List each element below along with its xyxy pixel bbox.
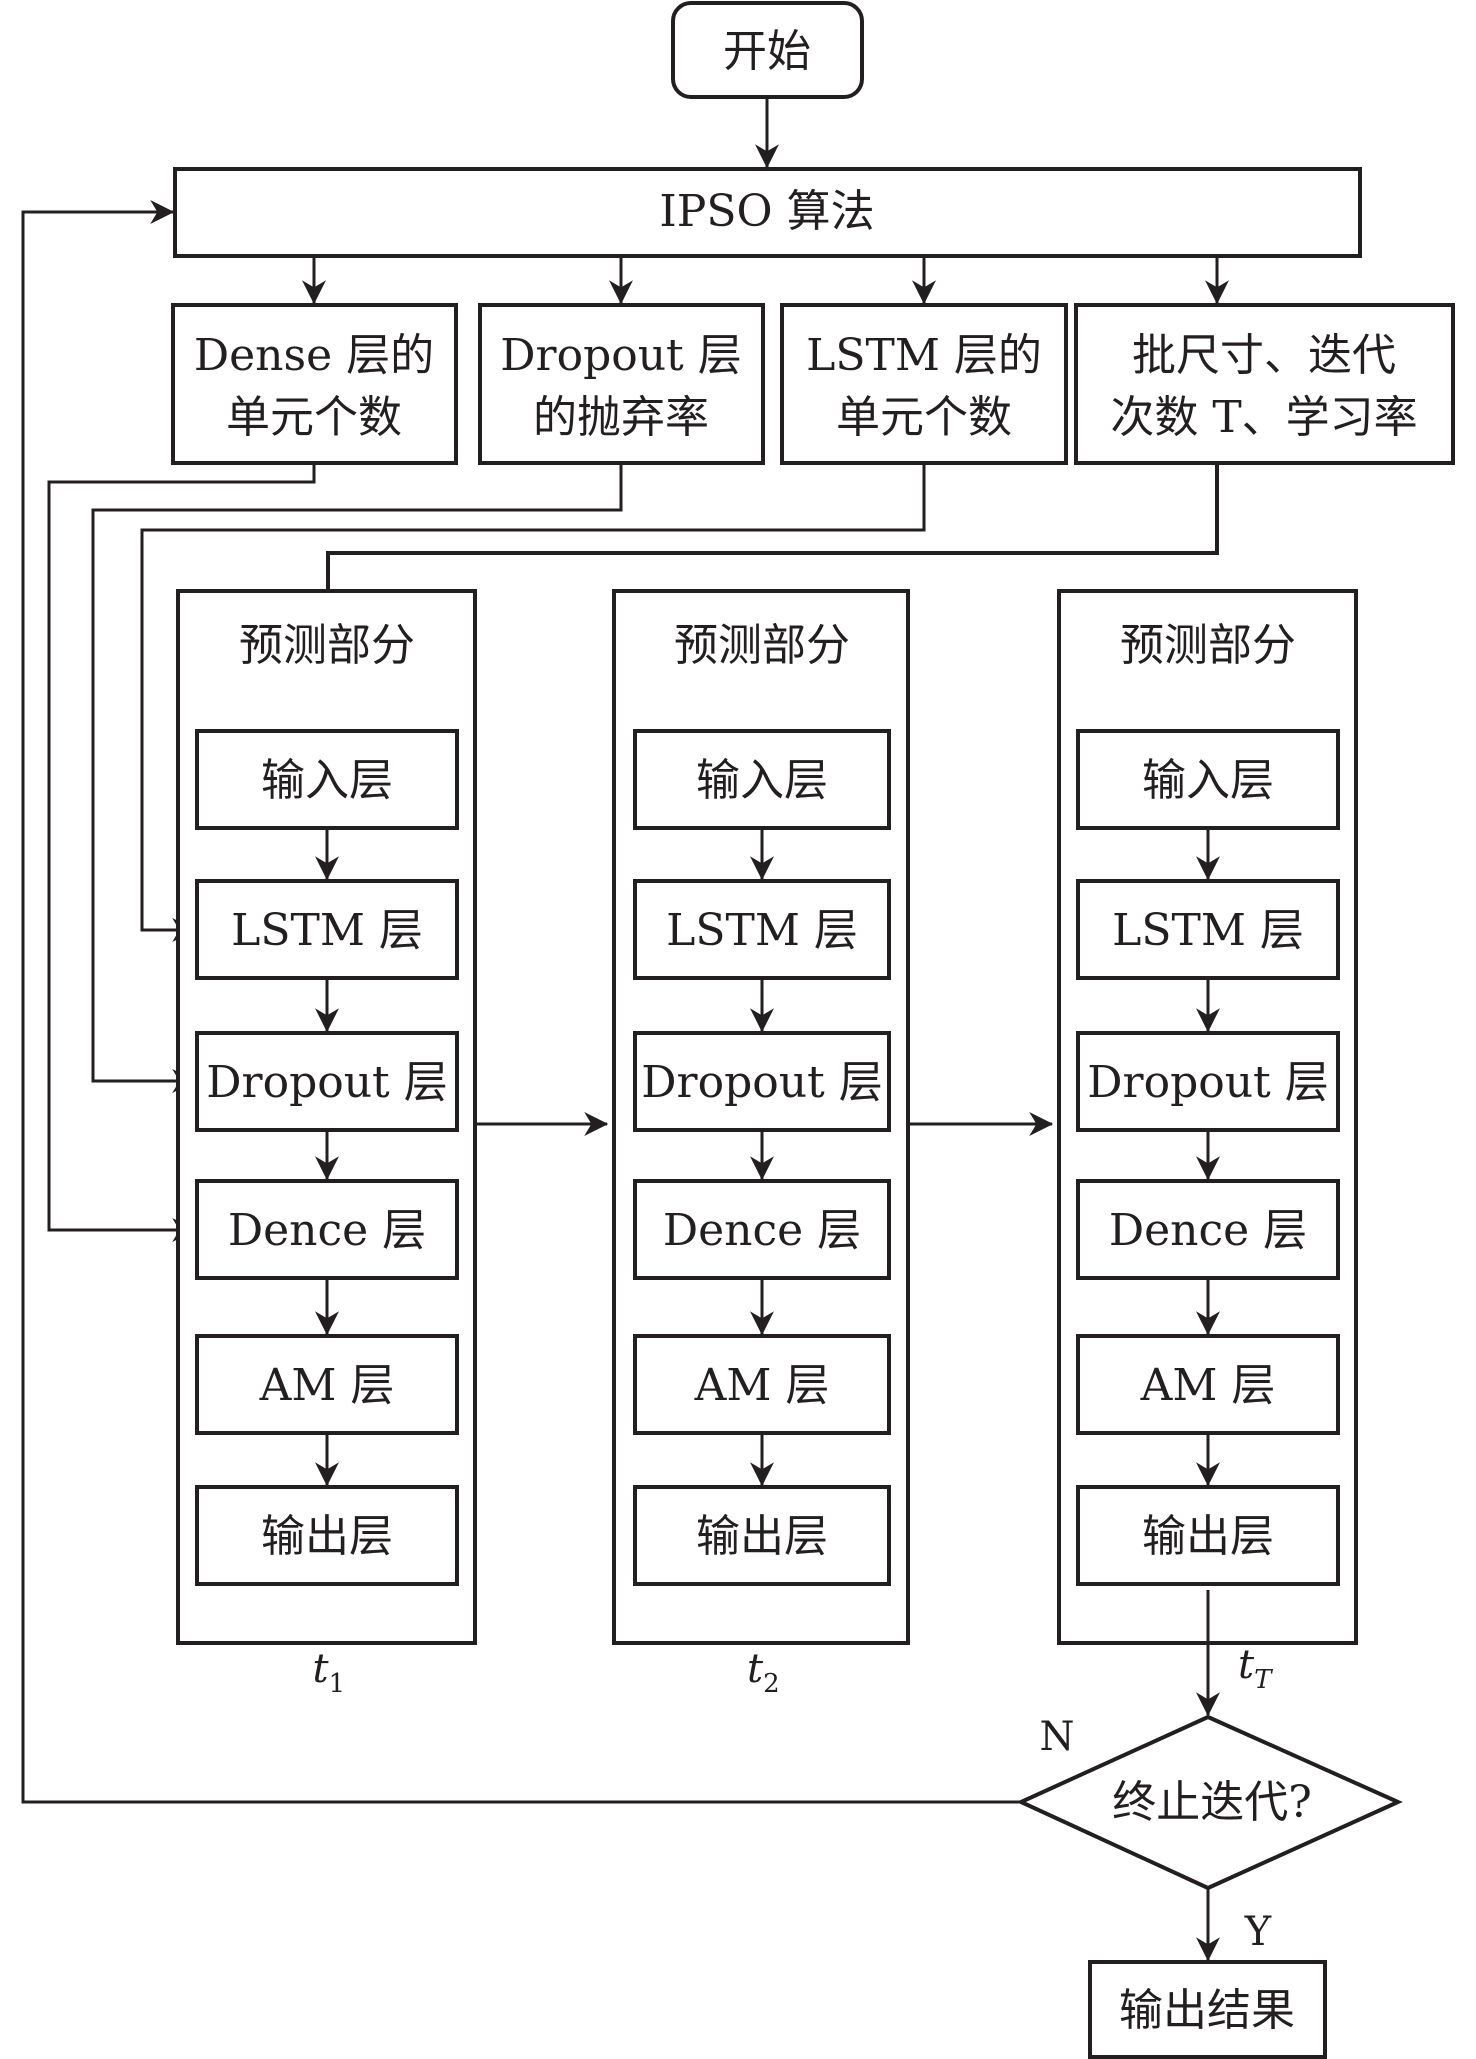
decision-label: 终止迭代? xyxy=(1112,1777,1312,1828)
am-layer-label: AM 层 xyxy=(259,1360,395,1411)
dence-layer-label: Dence 层 xyxy=(1109,1205,1307,1256)
yes-label: Y xyxy=(1244,1909,1272,1955)
param-batch-epochs-lr: 批尺寸、迭代 次数 T、学习率 xyxy=(1074,303,1455,465)
param-dropout-rate: Dropout 层 的抛弃率 xyxy=(478,303,765,465)
input-layer-box xyxy=(195,729,459,830)
connector-batch-param-to-prediction xyxy=(326,463,1219,591)
lstm-layer-box xyxy=(633,879,891,980)
time-label-subscript: T xyxy=(1254,1665,1273,1695)
param-dense-line2: 单元个数 xyxy=(226,392,402,443)
time-label-subscript: 1 xyxy=(329,1669,346,1699)
dence-layer-box xyxy=(195,1179,459,1280)
am-layer-label: AM 层 xyxy=(1140,1360,1276,1411)
time-label-base: t xyxy=(313,1646,330,1692)
ipso-label: IPSO 算法 xyxy=(659,186,874,237)
param-lstm-line2: 单元个数 xyxy=(836,392,1012,443)
connector-dropout-param-to-dropout-layer xyxy=(91,463,623,1093)
connector-dense-param-to-dence-layer xyxy=(47,463,316,1242)
dropout-layer-label: Dropout 层 xyxy=(206,1057,447,1108)
param-dropout-line2: 的抛弃率 xyxy=(533,392,709,443)
connector-lstm-param-to-lstm-layer xyxy=(140,463,926,942)
lstm-layer-label: LSTM 层 xyxy=(231,905,423,956)
param-lstm-units: LSTM 层的 单元个数 xyxy=(780,303,1068,465)
input-layer-label: 输入层 xyxy=(696,755,828,806)
time-label-subscript: 2 xyxy=(763,1669,780,1699)
time-label-3: tT xyxy=(1238,1642,1273,1695)
time-label-1: t1 xyxy=(313,1646,346,1699)
lstm-layer-label: LSTM 层 xyxy=(666,905,858,956)
param-batch-line2: 次数 T、学习率 xyxy=(1110,392,1417,443)
param-dense-line1: Dense 层的 xyxy=(194,330,434,381)
dropout-layer-box xyxy=(195,1031,459,1132)
no-label: N xyxy=(1040,1714,1075,1760)
output-layer-box xyxy=(195,1485,459,1586)
input-layer-label: 输入层 xyxy=(1142,755,1274,806)
prediction-title: 预测部分 xyxy=(239,620,415,671)
result-node: 输出结果 xyxy=(1088,1960,1327,2059)
time-label-base: t xyxy=(747,1646,764,1692)
decision-node: 终止迭代? xyxy=(1016,1714,1403,1891)
start-node: 开始 xyxy=(671,1,864,99)
prediction-title: 预测部分 xyxy=(1120,620,1296,671)
dence-layer-label: Dence 层 xyxy=(663,1205,861,1256)
prediction-title: 预测部分 xyxy=(674,620,850,671)
output-layer-label: 输出层 xyxy=(696,1511,828,1562)
am-layer-box xyxy=(195,1334,459,1435)
dence-layer-box xyxy=(633,1179,891,1280)
param-batch-line1: 批尺寸、迭代 xyxy=(1132,330,1396,381)
am-layer-label: AM 层 xyxy=(694,1360,830,1411)
output-layer-label: 输出层 xyxy=(1142,1511,1274,1562)
start-label: 开始 xyxy=(723,26,811,77)
lstm-layer-box xyxy=(1076,879,1340,980)
time-label-2: t2 xyxy=(747,1646,780,1699)
feedback-loop-to-ipso xyxy=(21,200,1021,1804)
time-label-base: t xyxy=(1238,1642,1255,1688)
input-layer-label: 输入层 xyxy=(261,755,393,806)
dence-layer-box xyxy=(1076,1179,1340,1280)
am-layer-box xyxy=(1076,1334,1340,1435)
dropout-layer-label: Dropout 层 xyxy=(1087,1057,1328,1108)
input-layer-box xyxy=(633,729,891,830)
param-dropout-line1: Dropout 层 xyxy=(500,330,741,381)
ipso-algorithm-node: IPSO 算法 xyxy=(173,167,1362,258)
result-label: 输出结果 xyxy=(1119,1985,1295,2036)
output-layer-box xyxy=(633,1485,891,1586)
param-lstm-line1: LSTM 层的 xyxy=(806,330,1042,381)
output-layer-label: 输出层 xyxy=(261,1511,393,1562)
param-dense-units: Dense 层的 单元个数 xyxy=(171,303,458,465)
dropout-layer-box xyxy=(633,1031,891,1132)
dence-layer-label: Dence 层 xyxy=(228,1205,426,1256)
dropout-layer-label: Dropout 层 xyxy=(641,1057,882,1108)
lstm-layer-label: LSTM 层 xyxy=(1112,905,1304,956)
output-layer-box xyxy=(1076,1485,1340,1586)
